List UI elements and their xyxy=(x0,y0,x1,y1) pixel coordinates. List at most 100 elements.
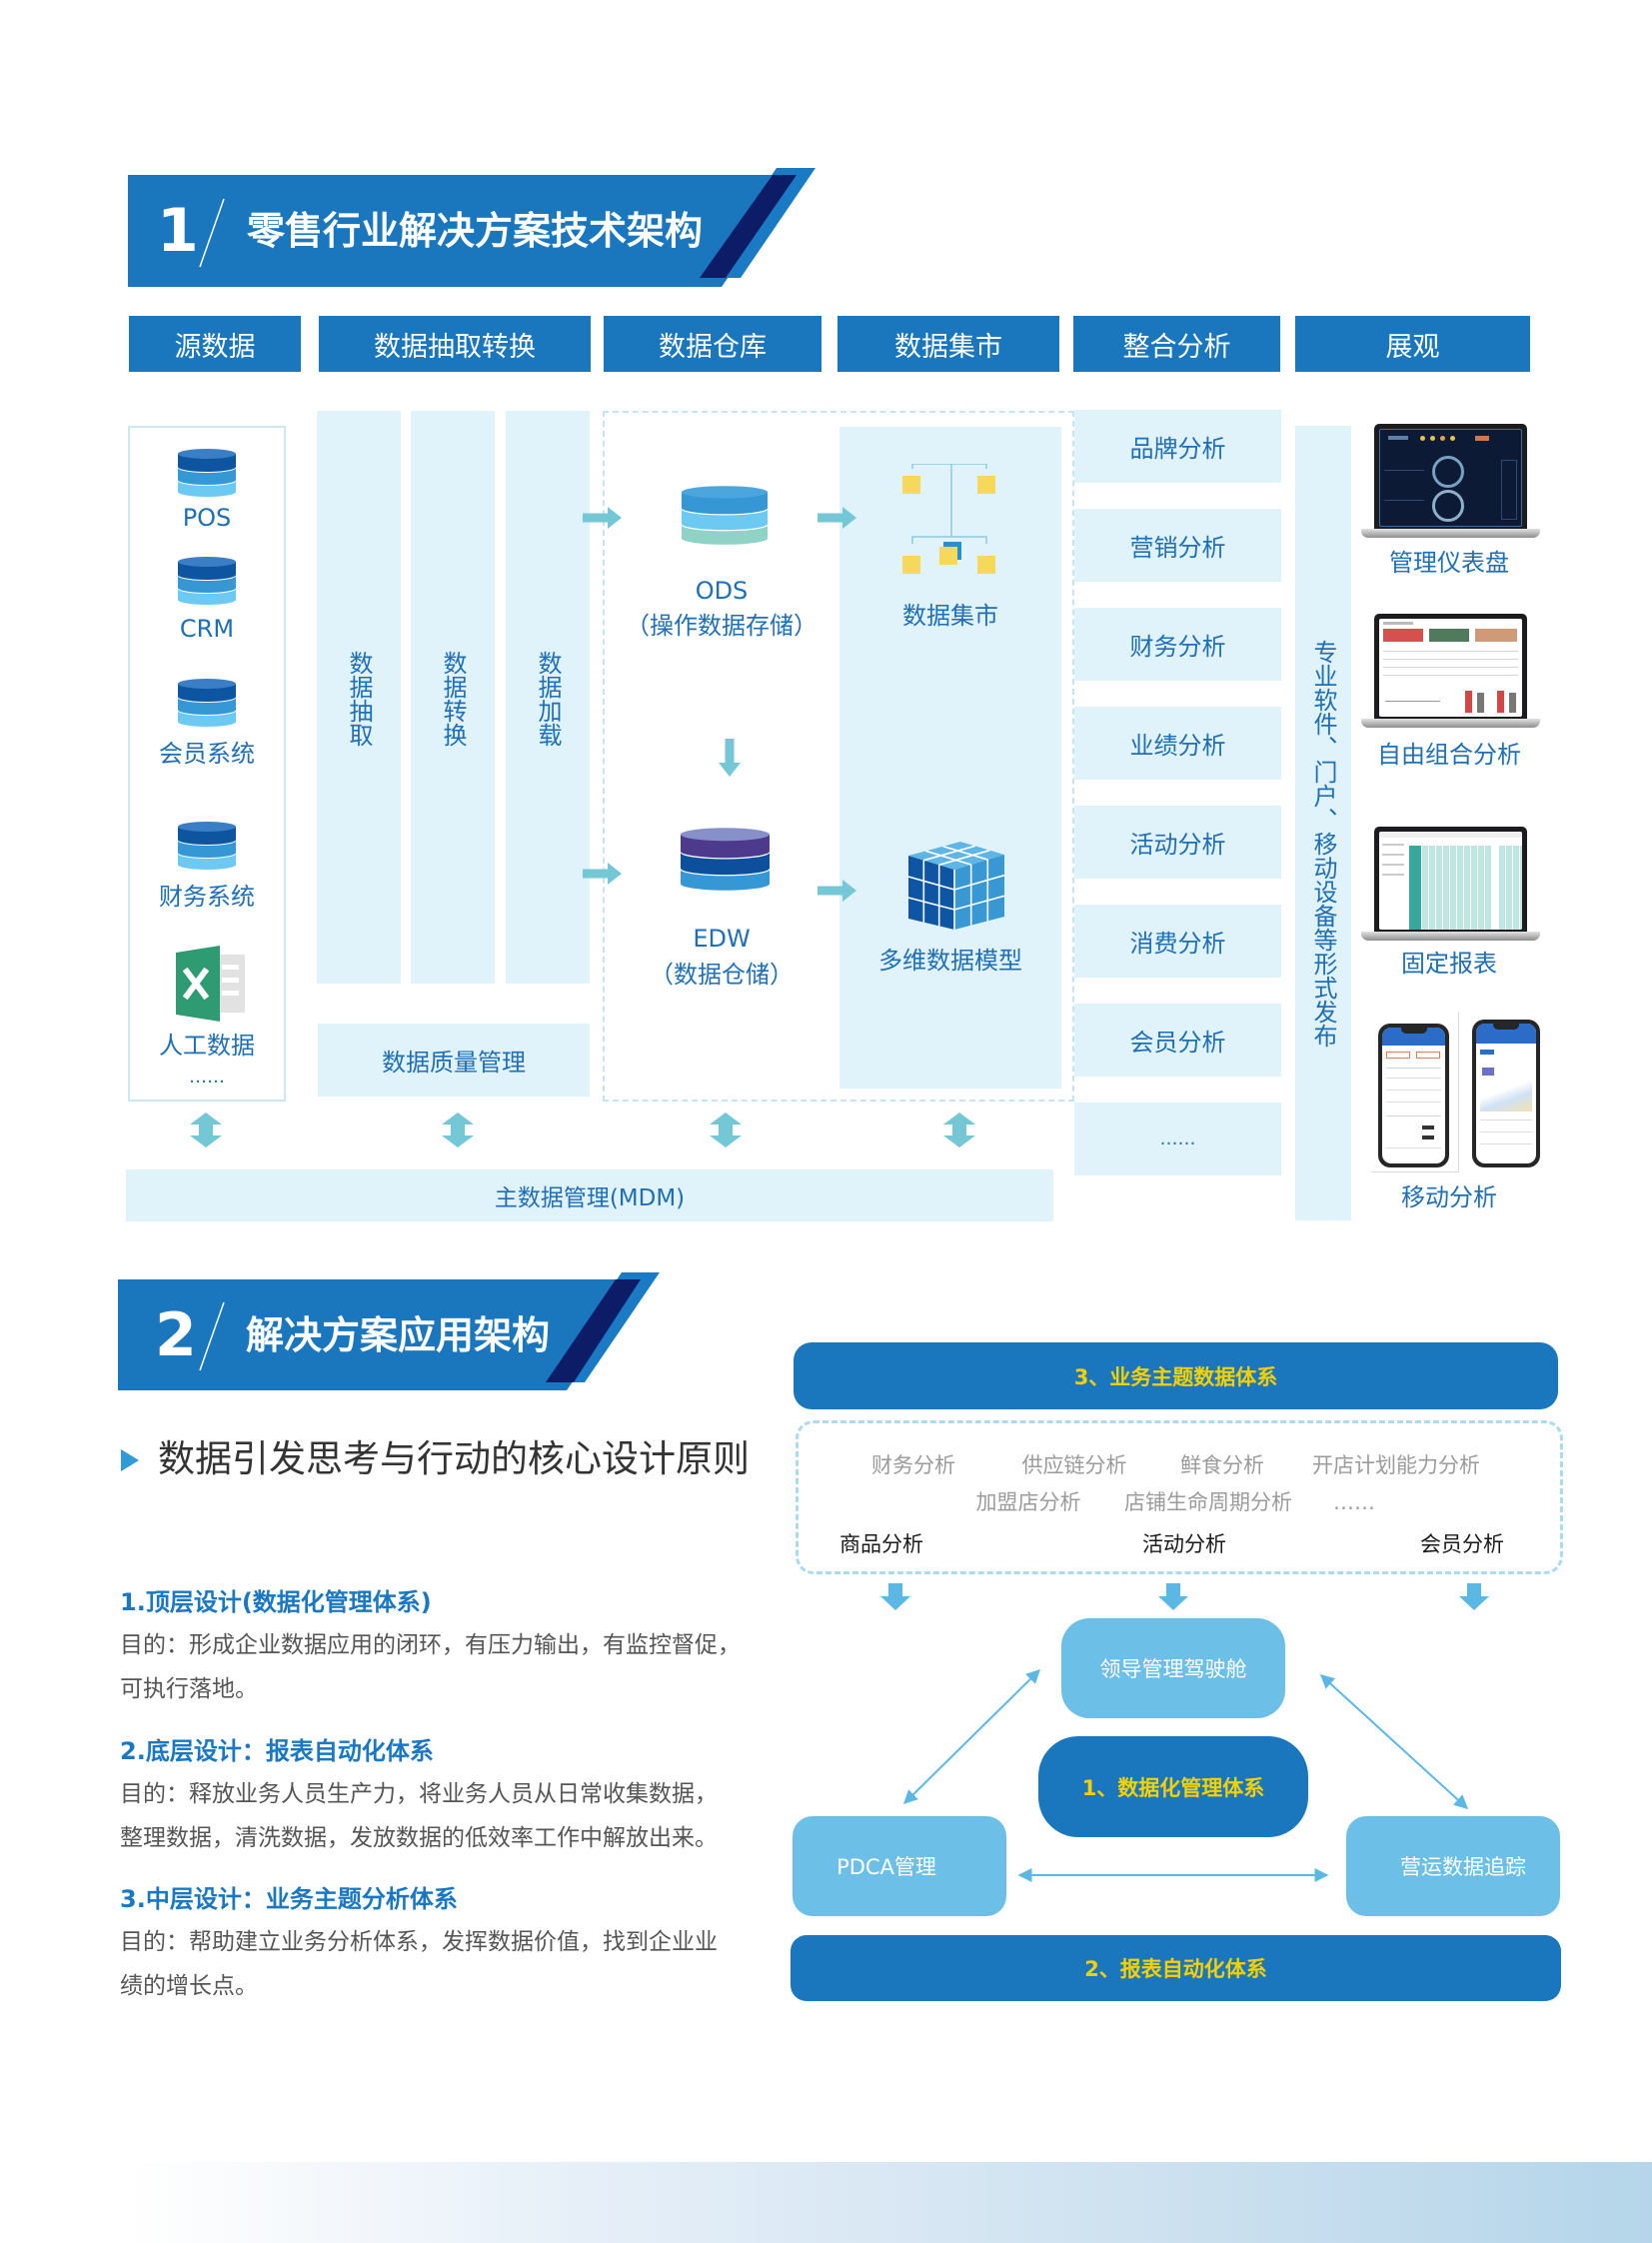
analysis-member: 会员分析 xyxy=(1074,1004,1281,1077)
topic-campaign: 活动分析 xyxy=(1142,1532,1226,1556)
footer-gradient-band xyxy=(126,2162,1652,2243)
arrow-down-icon xyxy=(1459,1583,1489,1610)
source-label-finance-system: 财务系统 xyxy=(159,883,255,911)
display-label-mobile: 移动分析 xyxy=(1401,1183,1497,1211)
display-label-dashboard: 管理仪表盘 xyxy=(1389,549,1509,577)
double-arrow-cockpit-tracking xyxy=(1319,1674,1469,1809)
principle-text-line: 绩的增长点。 xyxy=(120,1973,258,1999)
arrow-down-icon xyxy=(880,1583,910,1610)
topic-store-lifecycle: 店铺生命周期分析 xyxy=(1124,1490,1292,1514)
datamart-label: 数据集市 xyxy=(902,602,998,630)
analysis-consumption: 消费分析 xyxy=(1074,905,1281,978)
column-header-display: 展观 xyxy=(1295,316,1530,372)
section2-number: 2 xyxy=(155,1299,197,1370)
etl-extract-column: 数据抽取 xyxy=(317,411,401,984)
source-label-member-system: 会员系统 xyxy=(159,740,255,768)
triangle-bullet-icon xyxy=(121,1449,139,1471)
excel-icon xyxy=(176,946,245,1022)
principle-text-line: 目的：释放业务人员生产力，将业务人员从日常收集数据， xyxy=(120,1781,718,1807)
leadership-cockpit-box: 领导管理驾驶舱 xyxy=(1061,1618,1285,1718)
database-icon xyxy=(178,449,236,497)
topic-product: 商品分析 xyxy=(839,1532,923,1556)
source-more-ellipsis: …… xyxy=(189,1067,225,1088)
principles-heading: 数据引发思考与行动的核心设计原则 xyxy=(158,1437,750,1480)
analysis-brand: 品牌分析 xyxy=(1074,410,1281,483)
principle-text-line: 整理数据，清洗数据，发放数据的低效率工作中解放出来。 xyxy=(120,1825,718,1851)
mobile-phone-icon xyxy=(1378,1024,1449,1167)
column-header-source: 源数据 xyxy=(129,316,301,372)
section2-title: 解决方案应用架构 xyxy=(246,1312,551,1357)
topic-member: 会员分析 xyxy=(1420,1532,1504,1556)
source-label-pos: POS xyxy=(182,504,232,532)
report-automation-system-bar: 2、报表自动化体系 xyxy=(791,1935,1561,2001)
principle-text-line: 可执行落地。 xyxy=(120,1676,258,1702)
section1-banner-background xyxy=(128,168,816,287)
topic-fresh-food: 鲜食分析 xyxy=(1180,1453,1264,1477)
data-management-system-box: 1、数据化管理体系 xyxy=(1038,1736,1308,1837)
principle-title-bottom-level: 2.底层设计：报表自动化体系 xyxy=(120,1737,434,1765)
ods-description: （操作数据存储） xyxy=(626,612,818,640)
pdca-management-box: PDCA管理 xyxy=(793,1816,1006,1916)
laptop-analysis-icon xyxy=(1361,614,1540,730)
database-icon xyxy=(178,679,236,727)
principle-title-middle-level: 3.中层设计：业务主题分析体系 xyxy=(120,1885,458,1913)
column-header-warehouse: 数据仓库 xyxy=(604,316,822,372)
section1-title: 零售行业解决方案技术架构 xyxy=(247,209,704,253)
ods-name: ODS xyxy=(695,577,749,605)
edw-database-icon xyxy=(681,828,770,891)
ods-database-icon xyxy=(682,486,768,545)
source-label-manual-data: 人工数据 xyxy=(159,1032,255,1060)
analysis-marketing: 营销分析 xyxy=(1074,509,1281,582)
topic-franchise-store: 加盟店分析 xyxy=(975,1490,1081,1514)
warehouse-dashed-frame xyxy=(603,411,1074,1102)
source-label-crm: CRM xyxy=(179,615,235,643)
laptop-dashboard-icon xyxy=(1361,424,1540,540)
principle-text-line: 目的：形成企业数据应用的闭环，有压力输出，有监控督促， xyxy=(120,1632,741,1658)
topic-more: …… xyxy=(1333,1490,1375,1514)
topics-dashed-frame xyxy=(796,1420,1563,1574)
etl-extract-label: 数据抽取 xyxy=(345,651,373,747)
master-data-management-bar: 主数据管理(MDM) xyxy=(126,1169,1053,1221)
mobile-screenshot-frame xyxy=(1371,1012,1459,1172)
etl-transform-column: 数据转换 xyxy=(411,411,495,984)
operations-tracking-box: 营运数据追踪 xyxy=(1346,1816,1560,1916)
arrow-down-icon xyxy=(1158,1583,1188,1610)
section1-number: 1 xyxy=(157,196,199,266)
database-icon xyxy=(178,557,236,605)
edw-description: （数据仓储） xyxy=(650,961,794,989)
multidimensional-cube-icon xyxy=(908,842,1004,930)
business-topic-data-system-bar: 3、业务主题数据体系 xyxy=(794,1342,1558,1409)
publish-channels-label: 专业软件、门户、移动设备等形式发布 xyxy=(1309,640,1337,1048)
analysis-performance: 业绩分析 xyxy=(1074,707,1281,780)
data-quality-management-box: 数据质量管理 xyxy=(318,1024,590,1097)
topic-finance: 财务分析 xyxy=(871,1453,955,1477)
principle-title-top-level: 1.顶层设计(数据化管理体系) xyxy=(120,1588,432,1616)
column-header-datamart: 数据集市 xyxy=(837,316,1059,372)
topic-supply-chain: 供应链分析 xyxy=(1021,1453,1127,1477)
banner-slash-divider xyxy=(199,198,225,268)
mobile-phone-icon xyxy=(1472,1020,1540,1167)
etl-load-column: 数据加载 xyxy=(506,411,590,984)
analysis-more: …… xyxy=(1074,1103,1281,1175)
analysis-campaign: 活动分析 xyxy=(1074,806,1281,879)
banner-shapes xyxy=(118,168,816,1390)
database-icon xyxy=(178,822,236,870)
column-header-analysis: 整合分析 xyxy=(1073,316,1280,372)
cube-model-label: 多维数据模型 xyxy=(878,947,1022,975)
datamart-tree-icon xyxy=(902,464,995,574)
etl-transform-label: 数据转换 xyxy=(439,651,467,747)
section2-banner-background xyxy=(118,1272,660,1390)
topic-store-opening-planning: 开店计划能力分析 xyxy=(1312,1453,1480,1477)
analysis-finance: 财务分析 xyxy=(1074,608,1281,681)
display-label-free-analysis: 自由组合分析 xyxy=(1377,741,1521,769)
double-arrow-pdca-cockpit xyxy=(903,1669,1040,1804)
display-label-fixed-report: 固定报表 xyxy=(1401,950,1497,978)
laptop-report-icon xyxy=(1361,827,1540,943)
principle-text-line: 目的：帮助建立业务分析体系，发挥数据价值，找到企业业 xyxy=(120,1929,718,1955)
banner-slash-divider xyxy=(199,1301,225,1371)
edw-name: EDW xyxy=(693,925,751,953)
column-header-etl: 数据抽取转换 xyxy=(319,316,591,372)
etl-load-label: 数据加载 xyxy=(534,651,562,747)
publish-channels-bar: 专业软件、门户、移动设备等形式发布 xyxy=(1295,426,1351,1220)
source-data-box xyxy=(128,426,286,1102)
